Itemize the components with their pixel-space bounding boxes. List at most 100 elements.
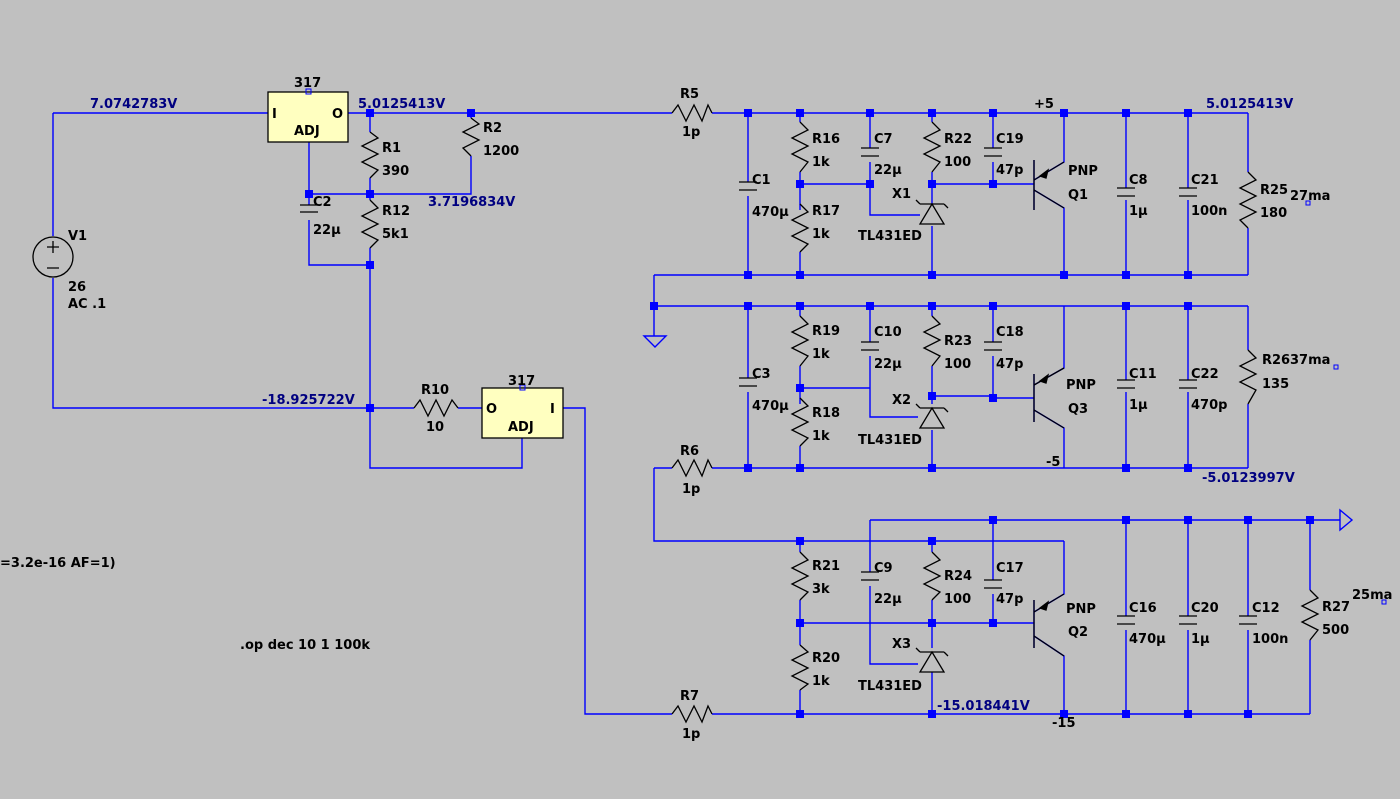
c2-name: C2 <box>313 195 332 210</box>
resistor-r22 <box>922 121 942 173</box>
spice-model-directive[interactable]: =3.2e-16 AF=1) <box>0 556 116 571</box>
r20-value: 1k <box>812 674 830 689</box>
c20-value: 1µ <box>1191 632 1210 647</box>
resistor-r25 <box>1238 171 1258 229</box>
c18-name: C18 <box>996 325 1024 340</box>
capacitor-c19 <box>984 147 1002 157</box>
regulator-top-adj: ADJ <box>294 124 320 139</box>
regulator-317-top[interactable] <box>267 88 349 143</box>
resistor-r17 <box>790 203 810 253</box>
r22-value: 100 <box>944 155 971 170</box>
r5-value: 1p <box>682 125 700 140</box>
r26-name: R26 <box>1262 353 1290 368</box>
r2-value: 1200 <box>483 144 519 159</box>
r22-name: R22 <box>944 132 972 147</box>
capacitor-c1 <box>739 181 757 191</box>
r10-name: R10 <box>421 383 449 398</box>
r17-name: R17 <box>812 204 840 219</box>
r1-name: R1 <box>382 141 401 156</box>
r27-value: 500 <box>1322 623 1349 638</box>
capacitor-c11 <box>1117 379 1135 389</box>
r25-value: 180 <box>1260 206 1287 221</box>
r19-value: 1k <box>812 347 830 362</box>
capacitor-c7 <box>861 147 879 157</box>
c8-value: 1µ <box>1129 204 1148 219</box>
r24-value: 100 <box>944 592 971 607</box>
net-minus15: -15 <box>1052 716 1076 731</box>
c10-name: C10 <box>874 325 902 340</box>
voltage-source-v1[interactable] <box>32 236 74 278</box>
voltage-label-out-right: 5.0125413V <box>1206 97 1293 112</box>
tl431-x2[interactable] <box>915 403 949 429</box>
r1-value: 390 <box>382 164 409 179</box>
pnp-q1[interactable] <box>1033 160 1065 210</box>
x1-part: TL431ED <box>858 229 922 244</box>
r12-name: R12 <box>382 204 410 219</box>
c22-name: C22 <box>1191 367 1219 382</box>
c16-name: C16 <box>1129 601 1157 616</box>
capacitor-c3 <box>739 377 757 387</box>
c2-value: 22µ <box>313 223 341 238</box>
r18-name: R18 <box>812 406 840 421</box>
resistor-r26 <box>1238 349 1258 405</box>
r23-value: 100 <box>944 357 971 372</box>
c18-value: 47p <box>996 357 1023 372</box>
pnp-q3[interactable] <box>1033 367 1065 429</box>
wires <box>52 112 1340 715</box>
c16-value: 470µ <box>1129 632 1166 647</box>
capacitor-c18 <box>984 341 1002 351</box>
regulator-bottom-name: 317 <box>508 374 535 389</box>
regulator-317-bottom[interactable] <box>481 384 564 439</box>
r26-value: 135 <box>1262 377 1289 392</box>
tl431-x3[interactable] <box>915 647 949 673</box>
resistor-r16 <box>790 121 810 173</box>
q1-type: PNP <box>1068 164 1098 179</box>
c11-value: 1µ <box>1129 398 1148 413</box>
regulator-bottom-in: I <box>550 402 555 417</box>
c17-name: C17 <box>996 561 1024 576</box>
voltage-label-input: 7.0742783V <box>90 97 177 112</box>
c11-name: C11 <box>1129 367 1157 382</box>
resistor-r24 <box>922 551 942 601</box>
resistor-r23 <box>922 315 942 367</box>
q1-name: Q1 <box>1068 188 1088 203</box>
q2-type: PNP <box>1066 602 1096 617</box>
q2-name: Q2 <box>1068 625 1088 640</box>
r2-name: R2 <box>483 121 502 136</box>
c10-value: 22µ <box>874 357 902 372</box>
c9-name: C9 <box>874 561 893 576</box>
voltage-label-neg-in: -18.925722V <box>262 393 355 408</box>
resistor-r6 <box>671 458 713 478</box>
net-plus5: +5 <box>1034 97 1054 112</box>
r27-name: R27 <box>1322 600 1350 615</box>
capacitor-c9 <box>861 571 879 581</box>
junction-dots <box>305 109 1314 718</box>
c21-value: 100n <box>1191 204 1227 219</box>
r24-name: R24 <box>944 569 972 584</box>
net-minus5: -5 <box>1046 455 1060 470</box>
r7-name: R7 <box>680 689 699 704</box>
r10-value: 10 <box>426 420 444 435</box>
c12-name: C12 <box>1252 601 1280 616</box>
r19-name: R19 <box>812 324 840 339</box>
resistor-r19 <box>790 315 810 367</box>
current-r25: 27ma <box>1290 189 1330 204</box>
v1-value: 26 <box>68 280 86 295</box>
regulator-top-in: I <box>272 107 277 122</box>
output-port-flag[interactable] <box>1339 508 1354 532</box>
resistor-r10 <box>413 398 459 418</box>
c20-name: C20 <box>1191 601 1219 616</box>
r5-name: R5 <box>680 87 699 102</box>
c21-name: C21 <box>1191 173 1219 188</box>
probe-marker-r26 <box>1333 364 1339 370</box>
spice-op-directive[interactable]: .op dec 10 1 100k <box>240 638 370 653</box>
x2-part: TL431ED <box>858 433 922 448</box>
tl431-x1[interactable] <box>915 199 949 225</box>
pnp-q2[interactable] <box>1033 593 1065 657</box>
voltage-label-317-out: 5.0125413V <box>358 97 445 112</box>
q3-type: PNP <box>1066 378 1096 393</box>
resistor-r5 <box>671 103 713 123</box>
resistors <box>360 103 1320 724</box>
capacitor-c8 <box>1117 187 1135 197</box>
